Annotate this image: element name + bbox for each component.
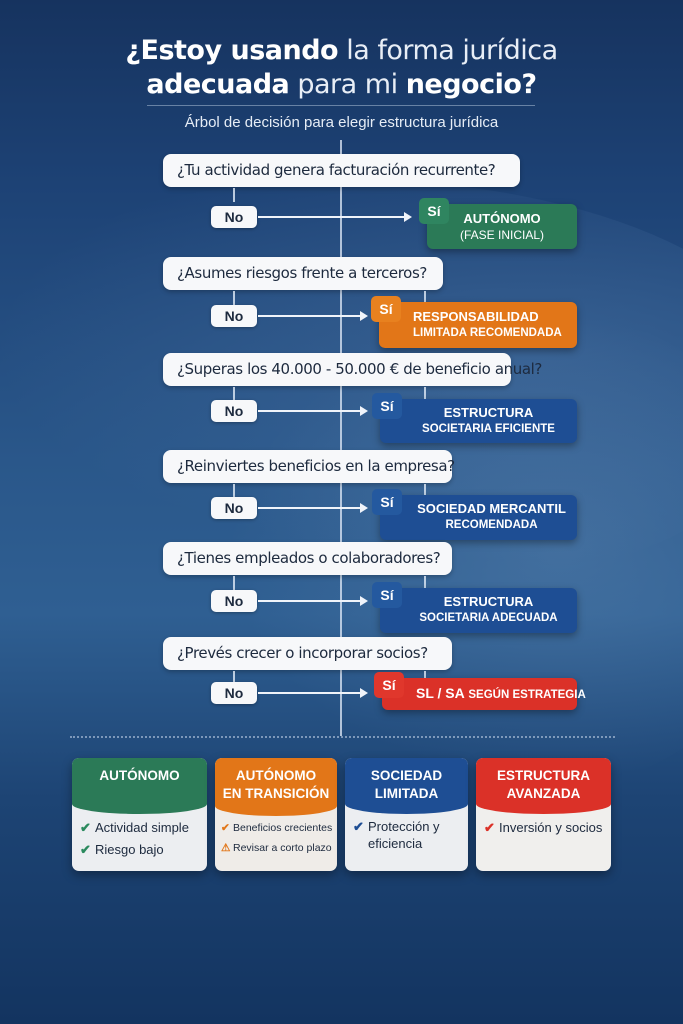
result-line: (FASE INICIAL) — [459, 228, 545, 242]
decision-spine-line — [340, 140, 342, 736]
result-line: SEGÚN ESTRATEGIA — [468, 689, 586, 701]
card-item-text: Inversión y socios — [499, 820, 603, 835]
title-divider — [147, 105, 535, 106]
connector-line — [233, 188, 235, 202]
result-text: ESTRUCTURA SOCIETARIA EFICIENTE — [400, 404, 577, 438]
card-item-text: Protección y — [368, 819, 440, 834]
card-title: ESTRUCTURA AVANZADA — [476, 767, 611, 803]
card-title-line: EN TRANSICIÓN — [222, 786, 330, 801]
result-line: LIMITADA RECOMENDADA — [413, 327, 562, 339]
result-box-sl-sa: Sí SL / SA SEGÚN ESTRATEGIA — [374, 672, 586, 710]
card-header: AUTÓNOMO EN TRANSICIÓN — [215, 758, 337, 816]
connector-line — [233, 291, 235, 305]
result-line: RESPONSABILIDAD — [413, 309, 539, 324]
arrow-icon — [258, 688, 368, 698]
result-box-estructura-adecuada: Sí ESTRUCTURA SOCIETARIA ADECUADA — [372, 582, 577, 633]
no-badge: No — [211, 590, 257, 612]
yes-badge: Sí — [419, 198, 449, 224]
no-badge: No — [211, 400, 257, 422]
result-line: AUTÓNOMO — [463, 211, 541, 226]
card-header: AUTÓNOMO — [72, 758, 207, 814]
card-item-text: Revisar a corto plazo — [233, 842, 332, 854]
card-title-line: SOCIEDAD — [370, 768, 443, 783]
no-badge: No — [211, 497, 257, 519]
title-light-part: para mi — [297, 69, 398, 100]
card-item-text: eficiencia — [368, 836, 423, 851]
card-header: SOCIEDAD LIMITADA — [345, 758, 468, 814]
card-item-text: Beneficios crecientes — [233, 822, 333, 834]
connector-line — [424, 576, 426, 590]
no-badge: No — [211, 305, 257, 327]
arrow-icon — [258, 406, 368, 416]
check-icon: ✔ — [484, 820, 495, 835]
yes-badge: Sí — [372, 393, 402, 419]
connector-line — [424, 291, 426, 305]
connector-line — [424, 387, 426, 401]
connector-line — [233, 671, 235, 685]
result-line: SL / SA — [416, 685, 465, 701]
result-text: SOCIEDAD MERCANTIL RECOMENDADA — [406, 500, 577, 534]
result-box-estructura-eficiente: Sí ESTRUCTURA SOCIETARIA EFICIENTE — [372, 393, 577, 443]
summary-card-autonomo: AUTÓNOMO ✔ Actividad simple ✔ Riesgo bajo — [72, 758, 207, 871]
card-title-line: AVANZADA — [506, 786, 581, 801]
card-title-line: LIMITADA — [374, 786, 439, 801]
card-title: AUTÓNOMO EN TRANSICIÓN — [215, 767, 337, 803]
no-badge: No — [211, 682, 257, 704]
yes-badge: Sí — [372, 489, 402, 515]
result-line: SOCIEDAD MERCANTIL — [417, 501, 566, 516]
section-divider — [70, 736, 615, 738]
title-light-part: la forma jurídica — [346, 35, 558, 66]
connector-line — [424, 484, 426, 498]
subtitle: Árbol de decisión para elegir estructura… — [184, 114, 499, 131]
question-box: ¿Superas los 40.000 - 50.000 € de benefi… — [163, 353, 542, 386]
summary-card-autonomo-transicion: AUTÓNOMO EN TRANSICIÓN ✔Beneficios creci… — [215, 758, 337, 871]
result-text: AUTÓNOMO (FASE INICIAL) — [427, 210, 577, 244]
result-box-autonomo: Sí AUTÓNOMO (FASE INICIAL) — [419, 198, 577, 249]
summary-card-estructura-avanzada: ESTRUCTURA AVANZADA ✔ Inversión y socios — [476, 758, 611, 871]
yes-badge: Sí — [372, 582, 402, 608]
result-box-sociedad-mercantil: Sí SOCIEDAD MERCANTIL RECOMENDADA — [372, 489, 577, 540]
question-box: ¿Asumes riesgos frente a terceros? — [163, 257, 443, 290]
arrow-icon — [258, 596, 368, 606]
card-item-text: Riesgo bajo — [95, 842, 164, 857]
connector-line — [233, 576, 235, 590]
result-line: ESTRUCTURA — [443, 594, 534, 609]
check-icon: ✔ — [353, 819, 364, 834]
yes-badge: Sí — [371, 296, 401, 322]
result-line: SOCIETARIA EFICIENTE — [422, 423, 555, 435]
page-title: ¿Estoy usando la forma jurídica adecuada… — [0, 34, 683, 102]
title-bold-part: negocio? — [405, 69, 537, 100]
arrow-icon — [258, 311, 368, 321]
summary-card-sociedad-limitada: SOCIEDAD LIMITADA ✔ Protección y eficienc… — [345, 758, 468, 871]
title-bold-part: ¿Estoy usando — [125, 35, 339, 66]
connector-line — [233, 484, 235, 498]
result-line: SOCIETARIA ADECUADA — [419, 612, 558, 624]
connector-line — [233, 387, 235, 401]
warning-icon: ⚠ — [221, 842, 231, 854]
card-title-line: AUTÓNOMO — [235, 768, 317, 783]
card-title-line: ESTRUCTURA — [497, 768, 590, 783]
question-box: ¿Tu actividad genera facturación recurre… — [163, 154, 520, 187]
card-header: ESTRUCTURA AVANZADA — [476, 758, 611, 814]
result-text: ESTRUCTURA SOCIETARIA ADECUADA — [400, 593, 577, 627]
result-box-responsabilidad: Sí RESPONSABILIDAD LIMITADA RECOMENDADA — [371, 296, 577, 348]
no-badge: No — [211, 206, 257, 228]
arrow-icon — [258, 503, 368, 513]
check-icon: ✔ — [80, 820, 91, 835]
card-title: SOCIEDAD LIMITADA — [345, 767, 468, 803]
result-line: ESTRUCTURA — [443, 405, 534, 420]
title-bold-part: adecuada — [146, 69, 290, 100]
result-line: RECOMENDADA — [445, 519, 538, 531]
check-icon: ✔ — [221, 822, 230, 834]
result-text: SL / SA SEGÚN ESTRATEGIA — [416, 685, 586, 704]
question-box: ¿Tienes empleados o colaboradores? — [163, 542, 452, 575]
question-box: ¿Prevés crecer o incorporar socios? — [163, 637, 452, 670]
question-box: ¿Reinviertes beneficios en la empresa? — [163, 450, 455, 483]
card-title: AUTÓNOMO — [99, 768, 180, 783]
yes-badge: Sí — [374, 672, 404, 698]
check-icon: ✔ — [80, 842, 91, 857]
card-item-text: Actividad simple — [95, 820, 189, 835]
result-text: RESPONSABILIDAD LIMITADA RECOMENDADA — [413, 308, 562, 342]
arrow-icon — [258, 212, 412, 222]
